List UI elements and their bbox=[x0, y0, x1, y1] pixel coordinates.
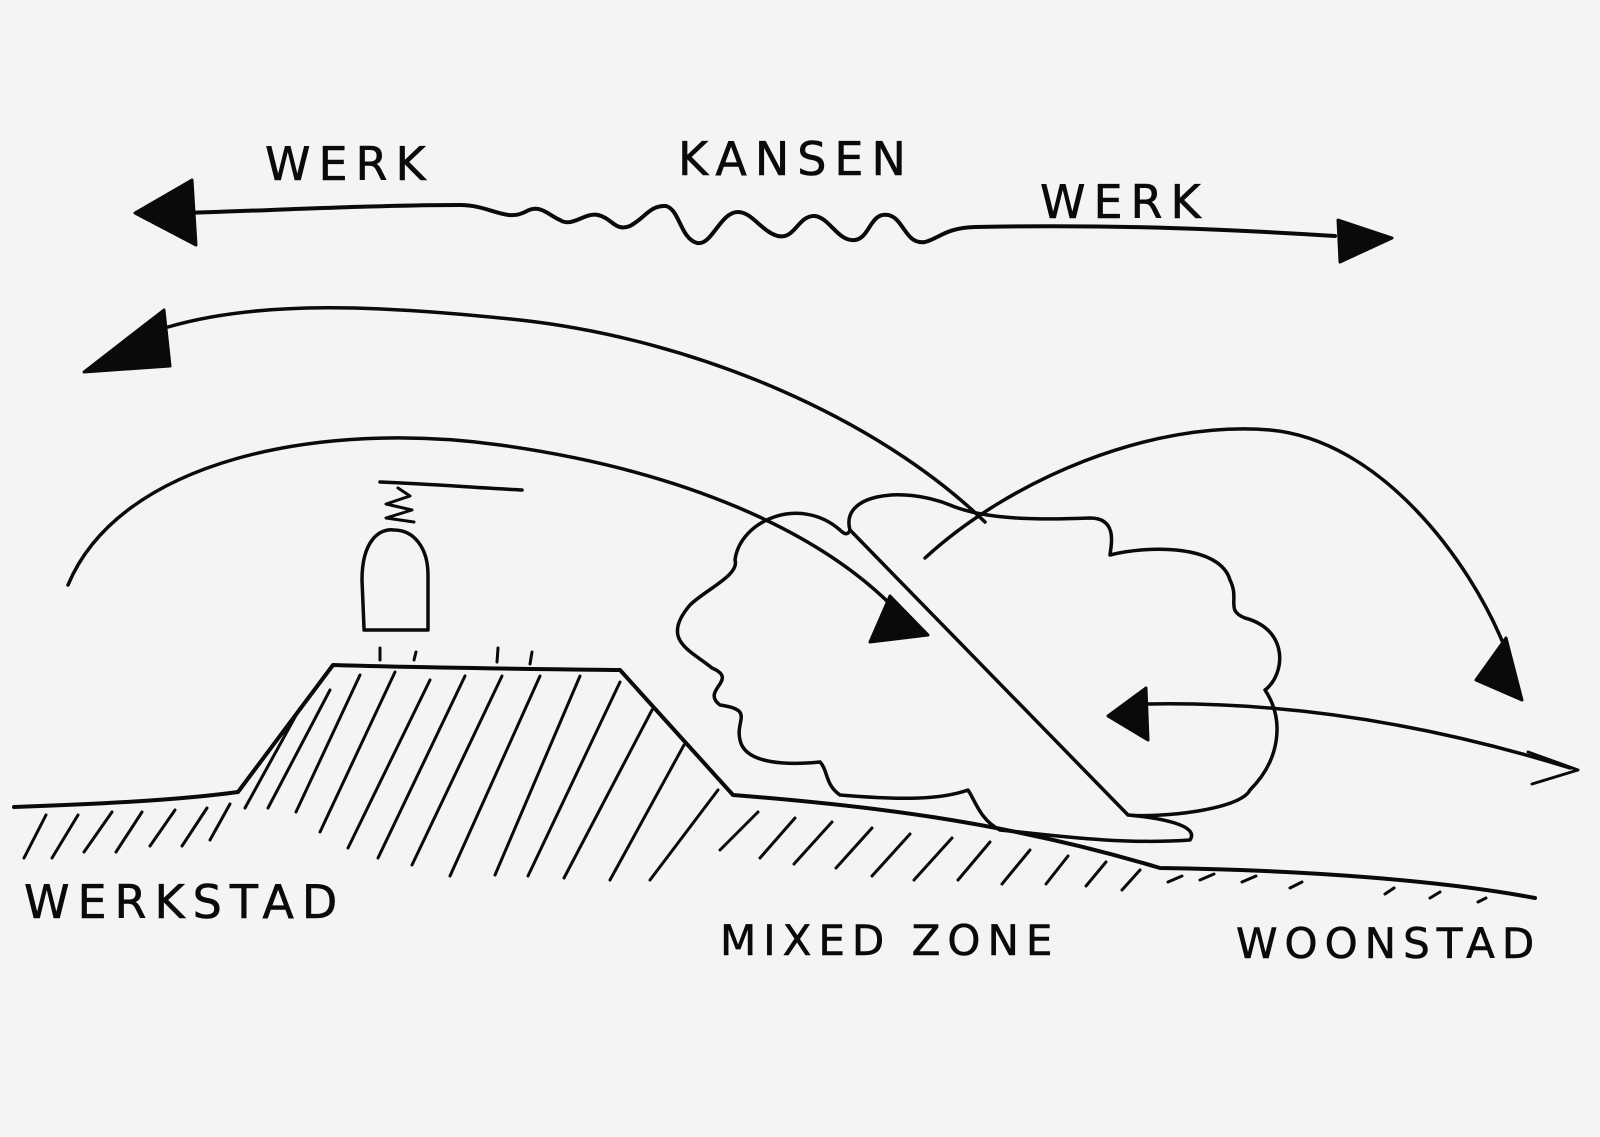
label-werkstad: WERKSTAD bbox=[24, 875, 345, 929]
label-werk-left: WERK bbox=[265, 137, 434, 191]
arrowhead-far-left-icon bbox=[82, 308, 172, 374]
arrowhead-woonstad-icon bbox=[1474, 636, 1524, 702]
label-kansen: KANSEN bbox=[678, 132, 914, 186]
hatching-mixed-zone bbox=[718, 810, 1142, 892]
cloud-mixed-zone bbox=[675, 493, 1282, 844]
hatching-werkstad bbox=[22, 802, 232, 860]
arrow-cloud-right bbox=[1106, 686, 1580, 786]
label-woonstad: WOONSTAD bbox=[1236, 919, 1541, 968]
arrowhead-right-icon bbox=[1336, 218, 1394, 264]
open-arrowhead-right-icon bbox=[1526, 750, 1580, 786]
arrowhead-cloud-left-icon bbox=[1106, 686, 1150, 742]
opportunity-axis bbox=[133, 178, 1394, 264]
tower-icon bbox=[360, 480, 534, 666]
arc-werkstad-to-cloud bbox=[66, 436, 930, 644]
terrain bbox=[12, 663, 1537, 904]
arrowhead-left-icon bbox=[133, 178, 198, 247]
hatching-hill bbox=[243, 670, 720, 882]
dashes-woonstad bbox=[1166, 872, 1488, 904]
label-mixed-zone: MIXED ZONE bbox=[720, 916, 1059, 965]
arc-cloud-to-woonstad bbox=[923, 427, 1524, 702]
label-werk-right: WERK bbox=[1040, 175, 1209, 229]
arc-cloud-to-left bbox=[82, 306, 987, 524]
arrowhead-into-cloud-icon bbox=[868, 594, 930, 644]
